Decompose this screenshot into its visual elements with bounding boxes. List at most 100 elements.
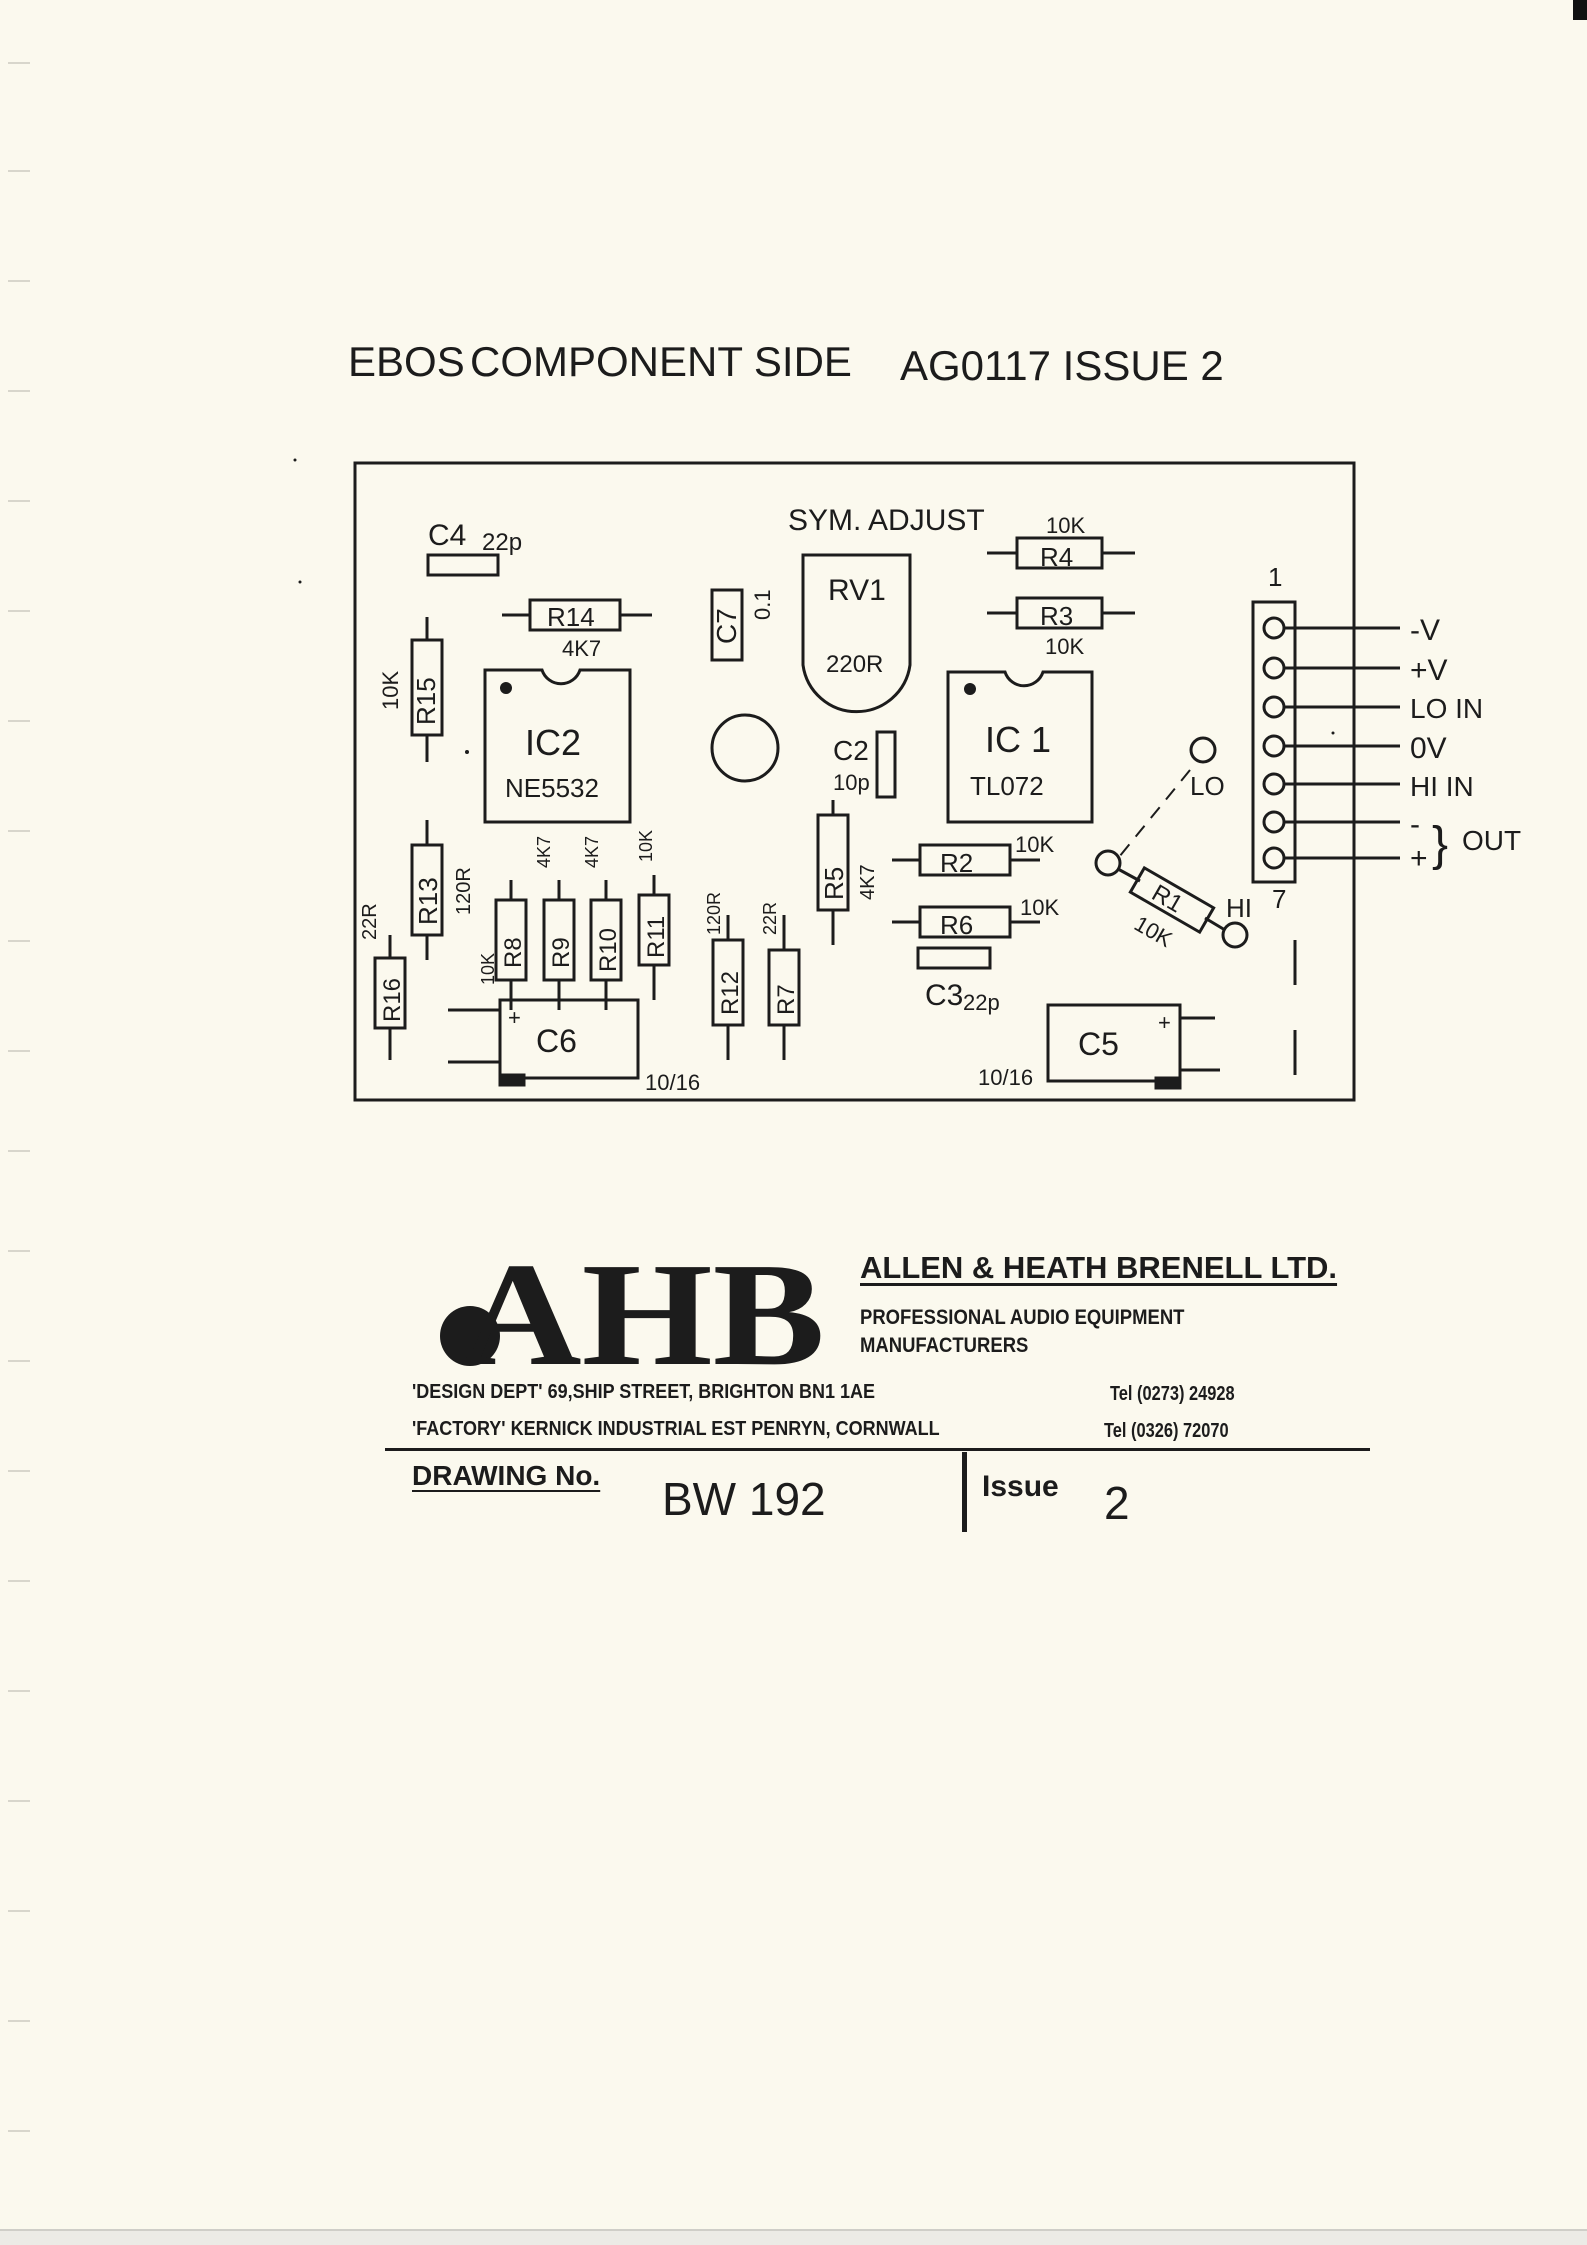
- r6-ref: R6: [940, 910, 973, 940]
- label-minus-v: -V: [1410, 614, 1440, 647]
- edge-mark: [8, 610, 30, 612]
- r16-value: 22R: [359, 903, 381, 940]
- resistor-r8: R8 10K: [478, 880, 528, 1010]
- r8-ref: R8: [500, 937, 527, 968]
- c5-plus: +: [1158, 1010, 1171, 1035]
- r14-value: 4K7: [562, 636, 601, 661]
- stray-dot: [293, 458, 297, 462]
- label-out: OUT: [1462, 825, 1521, 856]
- edge-mark: [8, 1250, 30, 1252]
- edge-mark: [8, 1470, 30, 1472]
- label-0v: 0V: [1410, 732, 1447, 765]
- r8-value: 10K: [478, 953, 498, 985]
- r2-ref: R2: [940, 848, 973, 878]
- trimmer-rv1: RV1 220R: [801, 553, 912, 714]
- rv1-ref: RV1: [828, 574, 886, 607]
- board-outline: [353, 461, 1356, 1102]
- c4-value: 22p: [482, 529, 522, 556]
- lo-link-dashed: [1114, 769, 1191, 863]
- r14-ref: R14: [547, 602, 595, 632]
- logo-text: AHB: [460, 1238, 825, 1368]
- r9-value: 4K7: [534, 836, 554, 868]
- sym-adjust-label: SYM. ADJUST: [788, 504, 985, 537]
- capacitor-c5: + C5 10/16: [978, 1003, 1220, 1090]
- titleblock-divider: [385, 1448, 1370, 1451]
- r3-value: 10K: [1045, 634, 1084, 659]
- factory-telephone: Tel (0326) 72070: [1104, 1420, 1229, 1442]
- connector-pin: [1262, 695, 1286, 719]
- drawing-number-label: DRAWING No.: [412, 1460, 601, 1491]
- label-out-minus: -: [1410, 808, 1420, 841]
- drawing-title: EBOS COMPONENT SIDE AG0117 ISSUE 2: [348, 338, 1224, 389]
- edge-mark: [8, 170, 30, 172]
- edge-mark: [8, 2020, 30, 2022]
- connector-block: 1 7: [1251, 562, 1400, 914]
- title-board: EBOS: [348, 338, 465, 385]
- resistor-r4: R4 10K: [987, 513, 1135, 572]
- r10-ref: R10: [595, 928, 622, 972]
- r9-ref: R9: [548, 937, 575, 968]
- r12-ref: R12: [717, 971, 744, 1015]
- resistor-r11: R11 10K: [636, 830, 671, 1000]
- c4-ref: C4: [428, 519, 466, 552]
- capacitor-c7: C7 0.1: [710, 588, 775, 662]
- scan-bottom-edge: [0, 2229, 1587, 2245]
- r2-value: 10K: [1015, 832, 1054, 857]
- resistor-r16: R16 22R: [359, 903, 407, 1060]
- edge-mark: [8, 2130, 30, 2132]
- capacitor-c4: C4 22p: [426, 519, 522, 577]
- edge-mark: [8, 390, 30, 392]
- issue-label: Issue: [982, 1470, 1059, 1503]
- ic2-ref: IC2: [525, 722, 581, 763]
- c3-ref: C3: [925, 979, 963, 1012]
- r4-ref: R4: [1040, 542, 1073, 572]
- connector-pin: [1262, 772, 1286, 796]
- capacitor-c3: C3 22p: [916, 946, 1000, 1015]
- mounting-hole: [710, 713, 780, 783]
- r16-ref: R16: [379, 978, 406, 1022]
- edge-mark: [8, 940, 30, 942]
- r1-value: 10K: [1130, 911, 1177, 952]
- ic1-chip: IC 1 TL072: [946, 670, 1094, 824]
- design-address: 'DESIGN DEPT' 69,SHIP STREET, BRIGHTON B…: [412, 1381, 876, 1403]
- capacitor-c2: C2 10p: [833, 730, 897, 799]
- resistor-r7: R7 22R: [760, 902, 801, 1060]
- drawing-number-value: BW 192: [662, 1473, 826, 1525]
- connector-pin: [1262, 734, 1286, 758]
- resistor-r14: R14 4K7: [502, 598, 652, 661]
- connector-pin: [1262, 616, 1286, 640]
- r11-value: 10K: [636, 830, 656, 862]
- edge-mark: [8, 500, 30, 502]
- r13-ref: R13: [413, 877, 443, 925]
- resistor-r5: R5 4K7: [816, 800, 879, 945]
- edge-mark: [8, 830, 30, 832]
- r5-value: 4K7: [857, 864, 879, 900]
- out-brace: }: [1432, 818, 1448, 871]
- r15-ref: R15: [411, 677, 441, 725]
- edge-mark: [8, 1050, 30, 1052]
- edge-mark: [8, 1690, 30, 1692]
- resistor-r3: R3 10K: [987, 596, 1135, 659]
- resistor-r10: R10 4K7: [582, 836, 623, 1010]
- lo-label: LO: [1190, 771, 1225, 801]
- connector-labels: -V +V LO IN 0V HI IN - + } OUT: [1410, 614, 1521, 875]
- r3-ref: R3: [1040, 601, 1073, 631]
- c2-value: 10p: [833, 770, 870, 795]
- label-plus-v: +V: [1410, 654, 1448, 687]
- connector-pin: [1262, 810, 1286, 834]
- hi-label: HI: [1226, 893, 1252, 923]
- r5-ref: R5: [819, 867, 849, 900]
- ic1-ref: IC 1: [985, 719, 1051, 760]
- r15-value: 10K: [378, 671, 403, 710]
- r7-ref: R7: [773, 984, 800, 1015]
- c5-value: 10/16: [978, 1065, 1033, 1090]
- resistor-r12: R12 120R: [704, 892, 745, 1060]
- ahb-logo: AHB: [440, 1238, 825, 1368]
- r10-value: 4K7: [582, 836, 602, 868]
- ic2-chip: IC2 NE5532: [483, 668, 632, 824]
- company-name: ALLEN & HEATH BRENELL LTD.: [860, 1250, 1338, 1285]
- logo-ball: [440, 1306, 500, 1366]
- connector-pin: [1262, 846, 1286, 870]
- company-tagline-2: MANUFACTURERS: [860, 1334, 1029, 1357]
- edge-mark: [8, 280, 30, 282]
